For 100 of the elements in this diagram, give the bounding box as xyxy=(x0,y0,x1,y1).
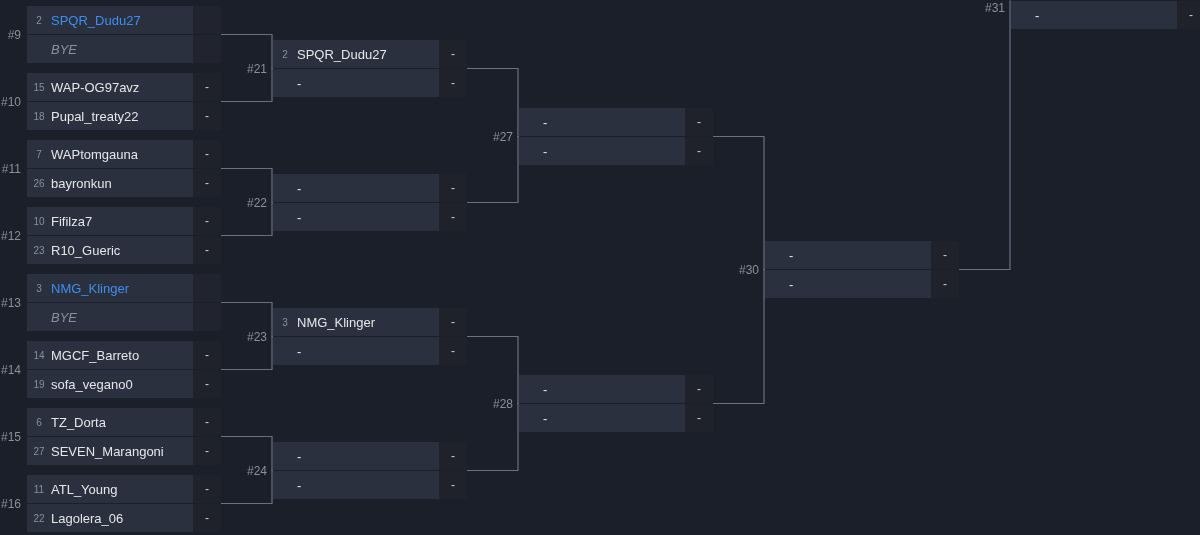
seed-number: 18 xyxy=(32,110,46,122)
bracket-line xyxy=(220,167,274,204)
player-name: - xyxy=(297,477,302,493)
player-slot xyxy=(273,174,439,202)
player-name: bayronkun xyxy=(51,175,112,191)
player-name: Pupal_treaty22 xyxy=(51,108,139,124)
player-name: R10_Gueric xyxy=(51,242,121,258)
bracket-line xyxy=(712,268,766,405)
player-name: NMG_Klinger xyxy=(297,314,376,330)
bracket-line xyxy=(220,33,274,70)
score-cell: - xyxy=(685,108,713,136)
match-number: #24 xyxy=(245,463,267,478)
bracket-line xyxy=(466,335,520,405)
match-number: #9 xyxy=(6,27,21,42)
score-cell: - xyxy=(439,174,467,202)
player-slot xyxy=(519,137,685,165)
score-cell xyxy=(193,303,221,331)
score-cell: - xyxy=(439,337,467,365)
bracket-line xyxy=(220,301,274,338)
bracket-line xyxy=(958,0,1012,271)
player-name: TZ_Dorta xyxy=(51,414,106,430)
score-cell: - xyxy=(193,102,221,130)
player-name: Lagolera_06 xyxy=(51,510,124,526)
player-name: - xyxy=(297,180,302,196)
bracket-line xyxy=(712,135,766,271)
player-slot xyxy=(273,471,439,499)
seed-number: 10 xyxy=(32,215,46,227)
player-name: - xyxy=(543,114,548,130)
seed-number: 26 xyxy=(32,177,46,189)
bracket-line xyxy=(220,67,274,103)
player-slot xyxy=(519,375,685,403)
seed-number: 23 xyxy=(32,244,46,256)
match-number: #11 xyxy=(0,161,21,176)
player-name: - xyxy=(297,209,302,225)
match-number: #30 xyxy=(737,262,759,277)
score-cell: - xyxy=(685,404,713,432)
player-name: sofa_vegano0 xyxy=(51,376,133,392)
player-name: - xyxy=(297,75,302,91)
score-cell: - xyxy=(193,408,221,436)
bracket-line xyxy=(466,67,520,138)
score-cell: - xyxy=(193,341,221,369)
player-name: - xyxy=(543,381,548,397)
bracket-line xyxy=(466,402,520,472)
seed-number: 2 xyxy=(281,48,289,60)
score-cell: - xyxy=(931,241,959,269)
player-name: - xyxy=(297,343,302,359)
seed-number: 22 xyxy=(32,512,46,524)
bracket-line xyxy=(220,469,274,505)
match-number: #23 xyxy=(245,329,267,344)
seed-number: 6 xyxy=(35,416,43,428)
player-name: Fifilza7 xyxy=(51,213,93,229)
score-cell xyxy=(193,6,221,34)
player-slot xyxy=(273,40,439,68)
seed-number: 19 xyxy=(32,378,46,390)
seed-number: 11 xyxy=(32,483,46,495)
bye-label: BYE xyxy=(51,41,77,57)
bracket-line xyxy=(220,435,274,472)
player-slot xyxy=(1011,1,1177,29)
player-name: NMG_Klinger xyxy=(51,280,130,296)
player-slot xyxy=(273,442,439,470)
player-slot xyxy=(519,404,685,432)
score-cell xyxy=(193,35,221,63)
seed-number: 15 xyxy=(32,81,46,93)
player-slot xyxy=(765,270,931,298)
match-number: #10 xyxy=(0,94,21,109)
match-number: #22 xyxy=(245,195,267,210)
player-slot xyxy=(519,108,685,136)
seed-number: 3 xyxy=(35,282,43,294)
seed-number: 27 xyxy=(32,445,46,457)
score-cell xyxy=(193,274,221,302)
score-cell: - xyxy=(193,207,221,235)
player-name: - xyxy=(1035,7,1040,23)
player-slot xyxy=(273,203,439,231)
score-cell: - xyxy=(193,370,221,398)
score-cell: - xyxy=(193,504,221,532)
player-name: - xyxy=(297,448,302,464)
player-name: - xyxy=(789,247,794,263)
score-cell: - xyxy=(193,437,221,465)
player-slot xyxy=(273,308,439,336)
bracket-line xyxy=(220,201,274,237)
player-name: SPQR_Dudu27 xyxy=(297,46,387,62)
score-cell: - xyxy=(193,236,221,264)
score-cell: - xyxy=(193,73,221,101)
player-name: SEVEN_Marangoni xyxy=(51,443,164,459)
score-cell: - xyxy=(439,203,467,231)
player-name: ATL_Young xyxy=(51,481,118,497)
score-cell: - xyxy=(685,137,713,165)
score-cell: - xyxy=(193,140,221,168)
match-number: #14 xyxy=(0,362,21,377)
score-cell: - xyxy=(193,169,221,197)
match-number: #15 xyxy=(0,429,21,444)
player-slot xyxy=(273,337,439,365)
player-name: WAP-OG97avz xyxy=(51,79,140,95)
bye-label: BYE xyxy=(51,309,77,325)
seed-number: 3 xyxy=(281,316,289,328)
score-cell: - xyxy=(439,471,467,499)
score-cell: - xyxy=(1177,1,1200,29)
score-cell: - xyxy=(439,40,467,68)
player-name: - xyxy=(543,410,548,426)
score-cell: - xyxy=(193,475,221,503)
